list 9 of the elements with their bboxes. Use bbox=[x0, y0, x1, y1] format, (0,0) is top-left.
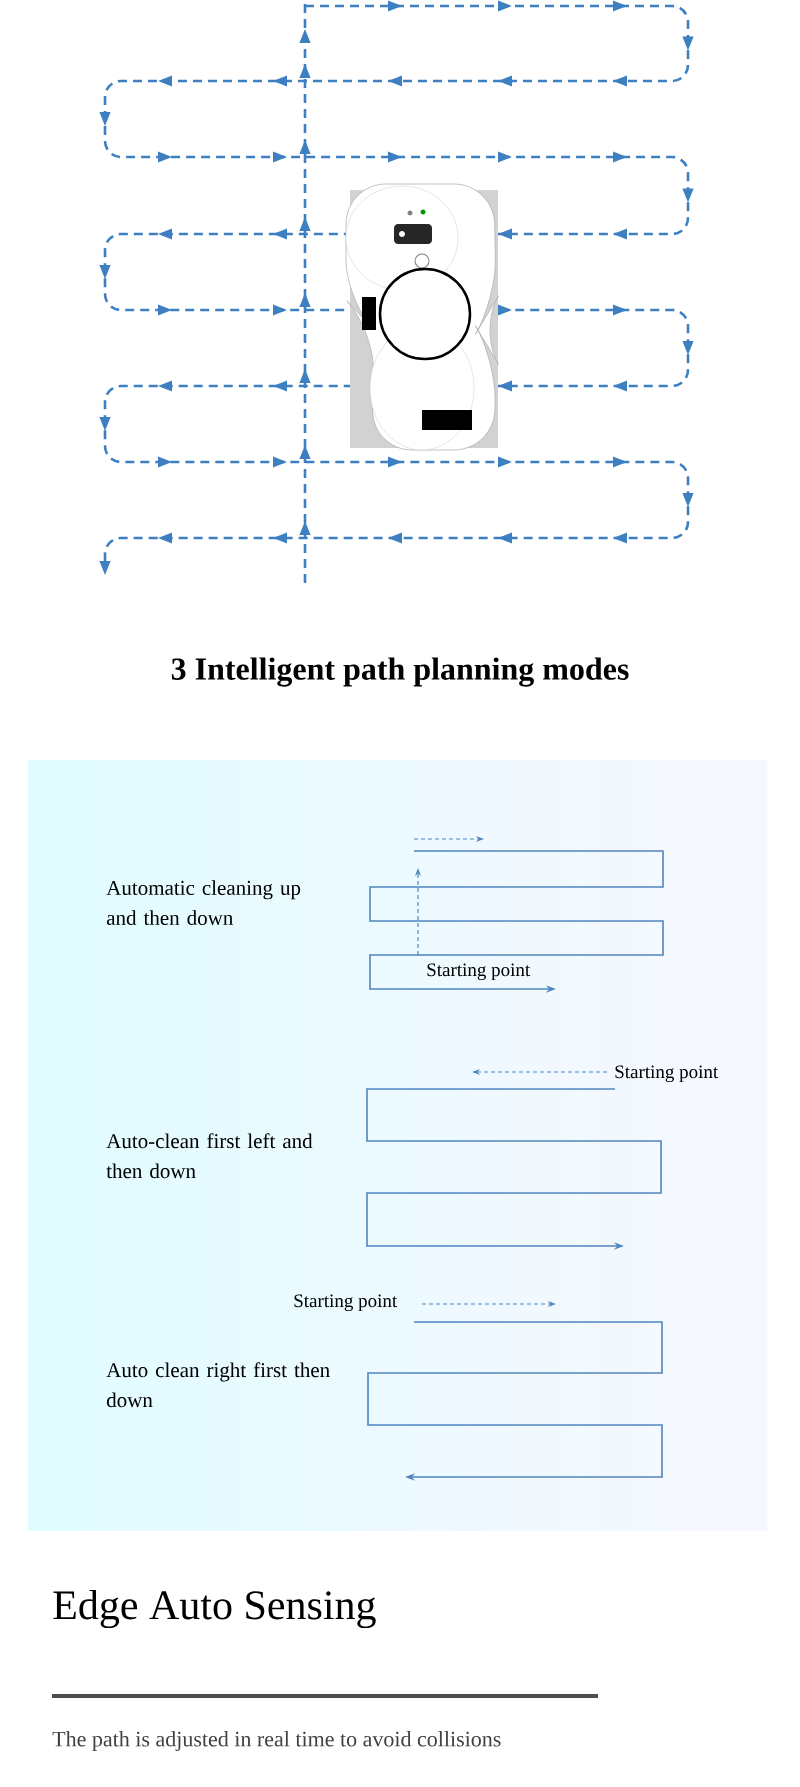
description-text: The path is adjusted in real time to avoid collisions bbox=[52, 1731, 501, 1751]
mode-description: Automatic cleaning up and then down bbox=[106, 880, 301, 925]
mode-description: Auto clean right first then down bbox=[106, 1362, 330, 1408]
mode-description: Auto-clean first left and then down bbox=[106, 1133, 313, 1179]
starting-point-label: Starting point bbox=[294, 1294, 398, 1312]
starting-point-label: Starting point bbox=[427, 963, 531, 981]
section-heading: Edge Auto Sensing bbox=[53, 1589, 376, 1629]
starting-point-label: Starting point bbox=[615, 1065, 719, 1083]
section-heading: 3 Intelligent path planning modes bbox=[171, 657, 629, 687]
